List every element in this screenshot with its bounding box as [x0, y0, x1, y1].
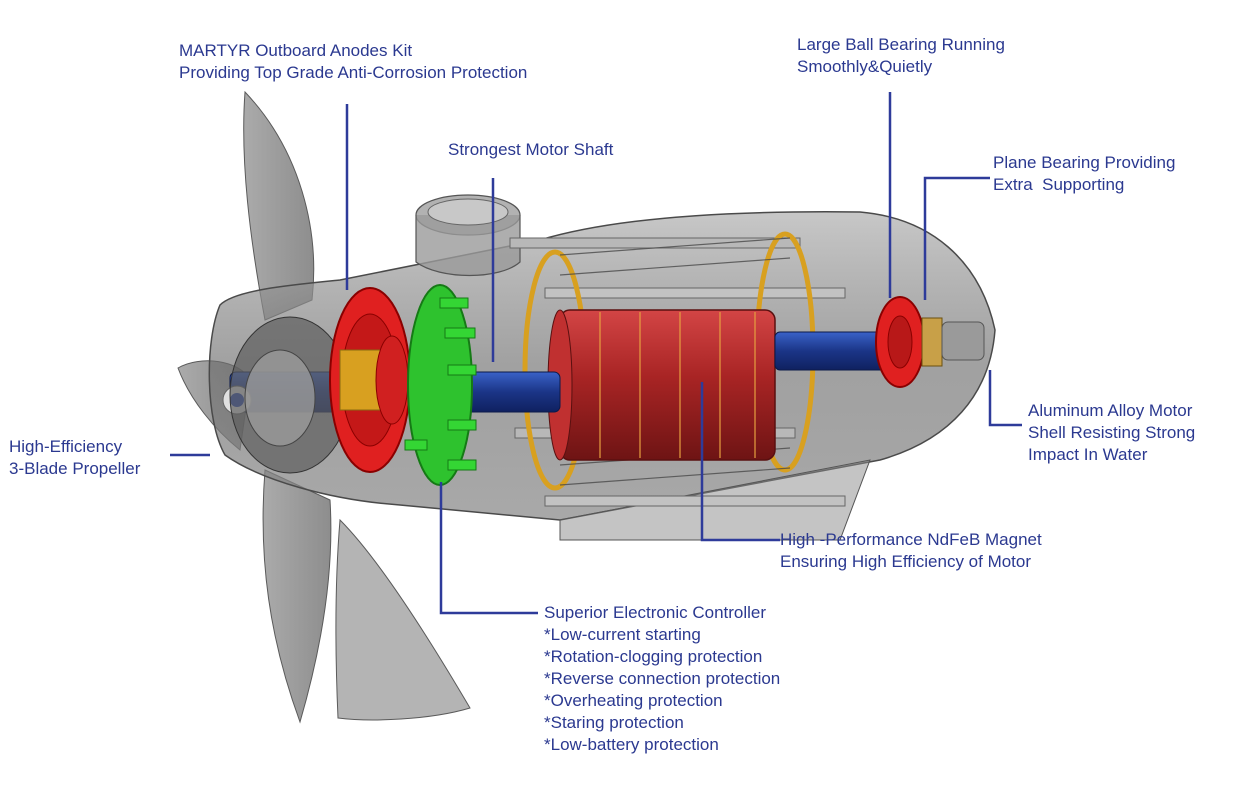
ndfeb-magnet — [547, 309, 776, 461]
plane-bearing — [921, 317, 985, 367]
leader-magnet — [700, 382, 780, 542]
label-ball-bearing: Large Ball Bearing Running Smoothly&Quie… — [797, 35, 1005, 76]
leader-shell — [988, 370, 1022, 427]
label-propeller: High-Efficiency 3-Blade Propeller — [9, 437, 141, 478]
anodes-kit — [329, 287, 411, 473]
label-ndfeb-magnet: High -Performance NdFeB Magnet Ensuring … — [780, 530, 1042, 571]
electronic-controller — [404, 284, 477, 486]
ball-bearing — [875, 296, 925, 388]
leader-plane-bearing — [923, 176, 990, 300]
label-electronic-controller: Superior Electronic Controller *Low-curr… — [544, 603, 781, 754]
propeller-blade-bottom — [262, 469, 332, 724]
label-motor-shell: Aluminum Alloy Motor Shell Resisting Str… — [1028, 401, 1196, 464]
propeller-blade-lower — [335, 518, 471, 721]
label-plane-bearing: Plane Bearing Providing Extra Supporting — [993, 153, 1176, 194]
leader-controller — [439, 482, 538, 615]
leader-lines — [170, 92, 1022, 615]
label-motor-shaft: Strongest Motor Shaft — [448, 140, 614, 159]
label-anodes-kit: MARTYR Outboard Anodes Kit Providing Top… — [179, 41, 528, 82]
